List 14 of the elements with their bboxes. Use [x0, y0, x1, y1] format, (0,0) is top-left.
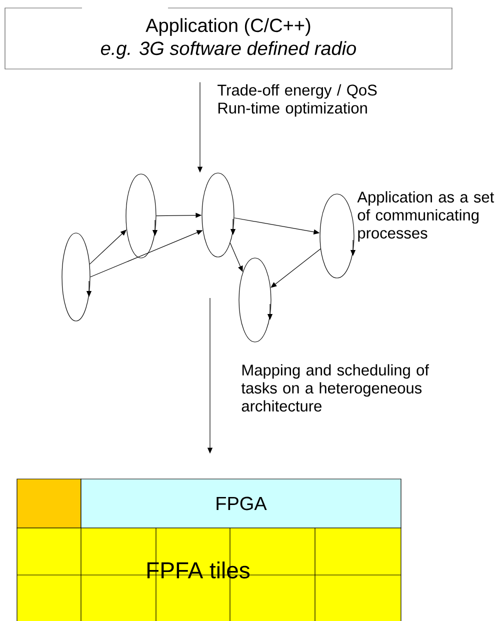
process-ellipse: [62, 232, 92, 322]
arrow: [89, 230, 126, 264]
note-text: Application as a set of communicating processes: [357, 191, 494, 242]
process-ellipse: [238, 258, 273, 342]
process-ellipse: [202, 172, 236, 258]
process-ellipse: [126, 174, 158, 258]
processor-cell: [16, 478, 82, 528]
edge-label: Mapping and scheduling of tasks on a heterogeneous architecture: [241, 364, 429, 412]
fpga-cell: FPGA: [80, 478, 402, 528]
arrow: [230, 242, 243, 272]
application-box: Application (C/C++) e.g. 3G software defined radio: [4, 8, 452, 70]
edge-label: Trade-off energy / QoS Run-time optimization: [218, 84, 377, 117]
arrow: [270, 248, 321, 288]
process-ellipse: [320, 194, 356, 278]
